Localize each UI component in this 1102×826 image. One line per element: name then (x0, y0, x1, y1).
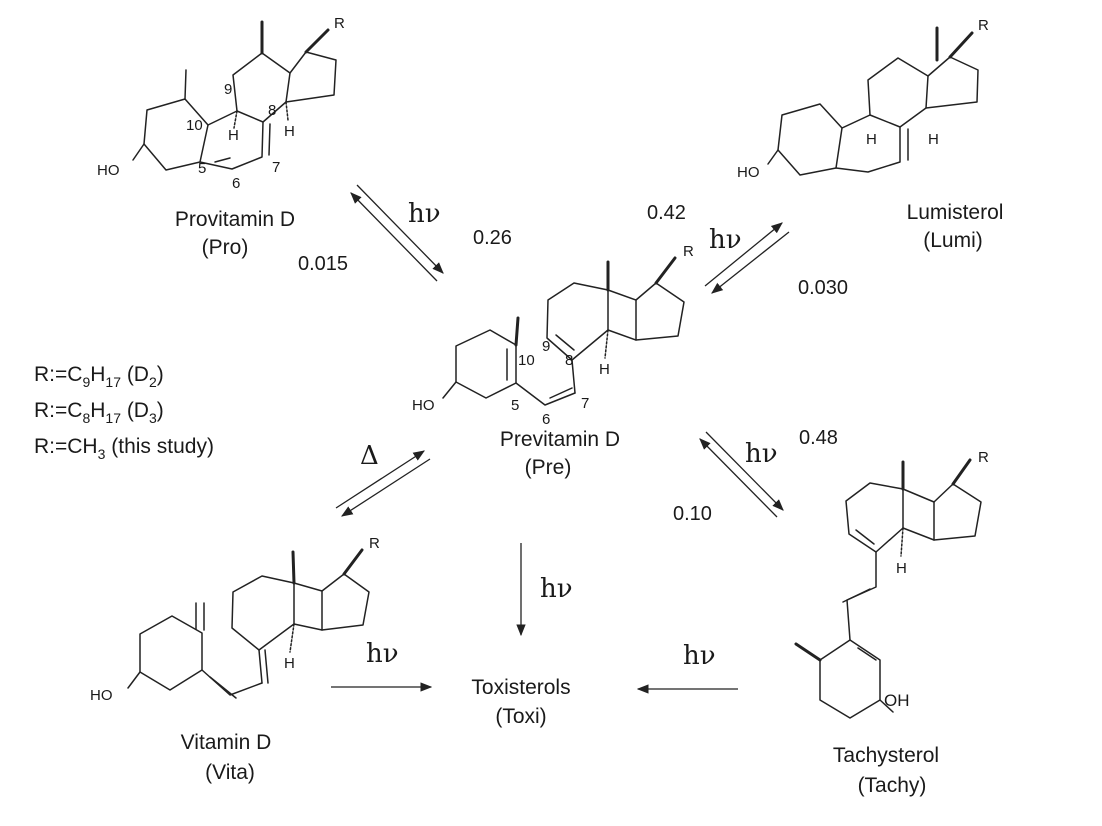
yield-tachy-to-pre: 0.10 (673, 503, 712, 525)
structure-lumisterol (767, 26, 979, 176)
atom-r: R (369, 535, 380, 552)
lumisterol-name: Lumisterol (907, 201, 1004, 224)
locant-6: 6 (542, 411, 550, 428)
locant-5: 5 (198, 160, 206, 177)
structure-tachysterol (794, 458, 982, 719)
delta-vita-pre: Δ (360, 441, 379, 471)
locant-7: 7 (581, 395, 589, 412)
atom-h: H (228, 127, 239, 144)
locant-5: 5 (511, 397, 519, 414)
atom-h: H (866, 131, 877, 148)
atom-ho: HO (90, 687, 113, 704)
yield-pre-to-pro: 0.015 (298, 253, 348, 275)
locant-9: 9 (224, 81, 232, 98)
atom-h: H (284, 123, 295, 140)
previtamin-abbr: (Pre) (525, 456, 572, 479)
structure-provitamin (132, 20, 337, 171)
legend-line-d3: R:=C8H17 (D3) (34, 399, 164, 426)
locant-10: 10 (186, 117, 203, 134)
atom-r: R (978, 449, 989, 466)
atom-h: H (284, 655, 295, 672)
atom-ho: HO (737, 164, 760, 181)
hv-vita-toxi: hν (366, 639, 399, 669)
atom-r: R (334, 15, 345, 32)
structure-previtamin (442, 256, 685, 406)
equilibrium-arrow-vita-pre (335, 450, 431, 517)
atom-ho: HO (412, 397, 435, 414)
legend-line-d2: R:=C9H17 (D2) (34, 363, 164, 390)
hv-pro-pre: hν (408, 199, 441, 229)
toxisterols-name: Toxisterols (471, 676, 570, 699)
hv-pre-tachy: hν (745, 439, 778, 469)
atom-r: R (683, 243, 694, 260)
previtamin-name: Previtamin D (500, 428, 620, 451)
equilibrium-arrow-pre-lumi (704, 222, 790, 294)
atom-r: R (978, 17, 989, 34)
tachysterol-name: Tachysterol (833, 744, 939, 767)
substituent-legend: R:=C9H17 (D2) R:=C8H17 (D3) R:=CH3 (this… (34, 363, 214, 462)
atom-oh: OH (884, 691, 910, 710)
locant-8: 8 (268, 102, 276, 119)
equilibrium-arrow-pre-tachy (699, 431, 784, 518)
atom-h: H (896, 560, 907, 577)
yield-lumi-to-pre: 0.030 (798, 277, 848, 299)
provitamin-abbr: (Pro) (202, 236, 249, 259)
yield-pre-to-lumi: 0.42 (647, 202, 686, 224)
toxisterols-abbr: (Toxi) (495, 705, 546, 728)
yield-pre-to-tachy: 0.48 (799, 427, 838, 449)
locant-9: 9 (542, 338, 550, 355)
lumisterol-abbr: (Lumi) (923, 229, 983, 252)
locant-8: 8 (565, 352, 573, 369)
vitamin-abbr: (Vita) (205, 761, 255, 784)
vitamin-name: Vitamin D (181, 731, 272, 754)
atom-h: H (599, 361, 610, 378)
provitamin-name: Provitamin D (175, 208, 295, 231)
legend-line-this-study: R:=CH3 (this study) (34, 435, 214, 462)
locant-10: 10 (518, 352, 535, 369)
hv-pre-toxi: hν (540, 574, 573, 604)
equilibrium-arrow-pro-pre (350, 184, 444, 282)
atom-h: H (928, 131, 939, 148)
hv-tachy-toxi: hν (683, 641, 716, 671)
locant-6: 6 (232, 175, 240, 192)
structure-vitamin (127, 548, 370, 699)
hv-pre-lumi: hν (709, 225, 742, 255)
atom-ho: HO (97, 162, 120, 179)
locant-7: 7 (272, 159, 280, 176)
yield-pro-to-pre: 0.26 (473, 227, 512, 249)
tachysterol-abbr: (Tachy) (858, 774, 927, 797)
